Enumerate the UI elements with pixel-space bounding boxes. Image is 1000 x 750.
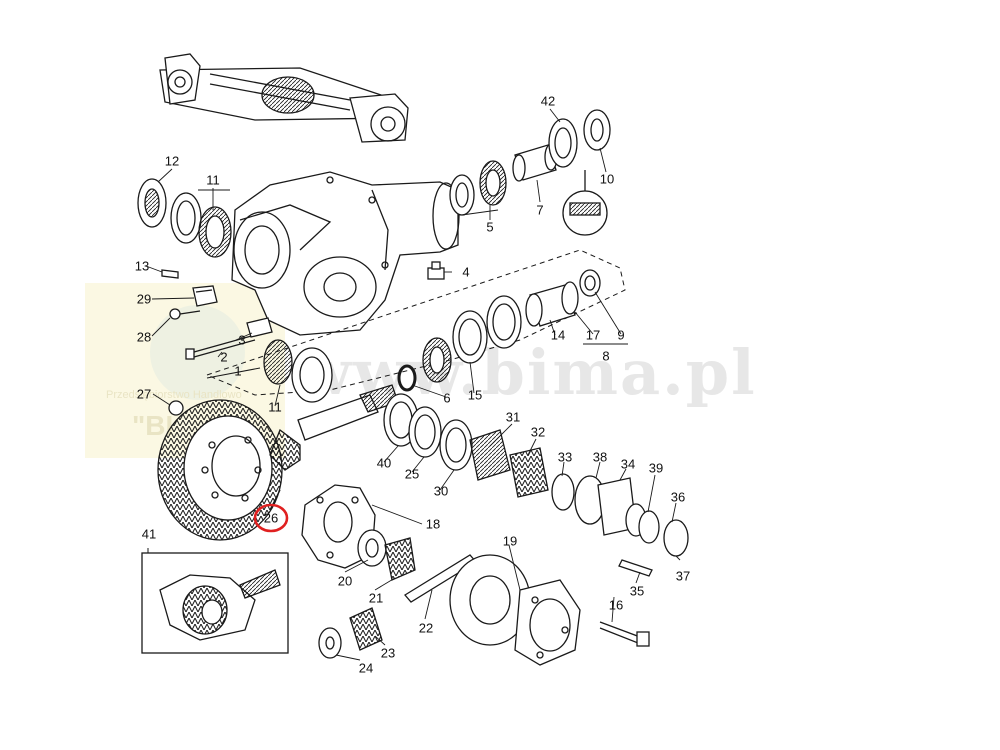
callout-26: 26 [263,510,279,526]
callout-29: 29 [136,291,152,307]
callout-12: 12 [164,153,180,169]
callout-32: 32 [530,424,546,440]
callout-37: 37 [675,568,691,584]
differential-housing-19 [449,554,581,666]
callout-9: 9 [617,327,625,343]
differential-washers [383,393,689,557]
callout-6: 6 [443,390,451,406]
callout-22: 22 [418,620,434,636]
callout-5: 5 [486,219,494,235]
callout-30: 30 [433,483,449,499]
bushing-3 [246,317,273,338]
callout-27: 27 [136,386,152,402]
upper-right-bearings [449,109,611,236]
callout-13: 13 [134,258,150,274]
callout-35: 35 [629,583,645,599]
nut-27 [168,400,184,416]
callout-18: 18 [425,516,441,532]
callout-34: 34 [620,456,636,472]
callout-38: 38 [592,449,608,465]
callout-21: 21 [368,590,384,606]
callout-36: 36 [670,489,686,505]
bolt-2 [185,334,256,360]
callout-25: 25 [404,466,420,482]
callout-39: 39 [648,460,664,476]
callout-3: 3 [238,332,246,348]
callout-28: 28 [136,329,152,345]
callout-33: 33 [557,449,573,465]
callout-40: 40 [376,455,392,471]
axle-overview-drawing [159,53,409,143]
thrust-washer-24 [318,627,342,659]
callout-7: 7 [536,202,544,218]
callout-31: 31 [505,409,521,425]
callout-42: 42 [540,93,556,109]
callout-2: 2 [220,349,228,365]
callout-17: 17 [585,327,601,343]
assembly-dashed-outline [205,249,626,396]
callout-8: 8 [602,348,610,364]
pin-35 [618,559,653,577]
pinion-bearings [263,269,601,403]
callout-15: 15 [467,387,483,403]
callout-14: 14 [550,327,566,343]
clip-29 [192,285,218,307]
callout-11-lower: 11 [268,399,282,415]
callout-23: 23 [380,645,396,661]
screw-28 [169,308,201,320]
bolt-16 [599,621,650,647]
callout-20: 20 [337,573,353,589]
differential-gears [357,529,416,581]
callout-10: 10 [599,171,615,187]
callout-16: 16 [608,597,624,613]
inset-assembly-41 [141,552,289,654]
leader-lines [145,108,681,661]
axle-housing [231,171,460,336]
watermark-company-prefix: Przedsiębiorstwo Handlowo [106,389,242,401]
side-gear-23 [349,607,383,651]
callout-4: 4 [462,264,470,280]
highlight-ring-26 [253,503,289,533]
left-bearing-set [137,178,232,258]
callout-19: 19 [502,533,518,549]
plug-4 [427,261,445,280]
callout-1: 1 [234,363,242,379]
callout-24: 24 [358,660,374,676]
callout-41: 41 [141,526,157,542]
bracket-1 [206,367,261,379]
bracket-5 [461,209,499,216]
pin-13 [161,269,179,279]
callout-11-upper: 11 [206,172,220,188]
